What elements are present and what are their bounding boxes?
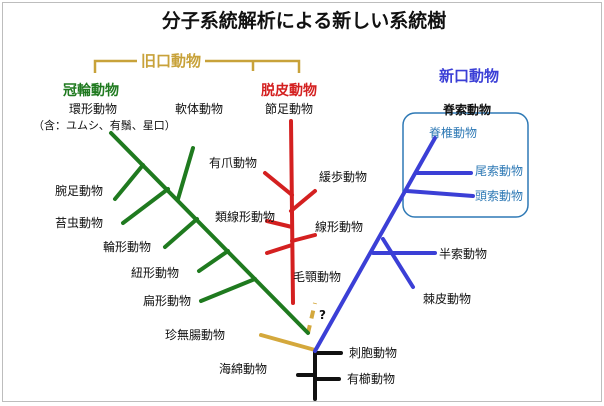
taxon-annelida: 環形動物 xyxy=(69,102,117,116)
taxon-acoelomorpha: 珍無腸動物 xyxy=(165,327,225,342)
phylogenetic-tree: 分子系統解析による新しい系統樹 旧口動物 冠輪動物 脱皮動物 新口動物 脊索動物 xyxy=(33,9,529,401)
taxon-porifera: 海綿動物 xyxy=(219,361,267,376)
taxon-tardigrada: 緩歩動物 xyxy=(319,169,367,184)
taxon-onychophora: 有爪動物 xyxy=(209,156,257,170)
taxon-annelida-note: （含：ユムシ、有鬚、星口） xyxy=(33,118,176,132)
group-lophotrochozoa: 冠輪動物 xyxy=(63,82,119,99)
taxon-brachiopoda: 腕足動物 xyxy=(55,183,103,198)
uncertain-mark: ? xyxy=(319,308,326,322)
ecdysozoa-branches xyxy=(263,119,317,305)
chaetognatha-branch xyxy=(306,302,317,334)
acoelomorpha-branch xyxy=(259,333,317,352)
taxon-platyhelminthes: 扁形動物 xyxy=(143,294,191,308)
group-ecdysozoa: 脱皮動物 xyxy=(261,82,317,99)
taxon-echinodermata: 棘皮動物 xyxy=(423,292,471,306)
taxon-bryozoa: 苔虫動物 xyxy=(55,216,103,230)
taxon-vertebrata: 脊椎動物 xyxy=(429,125,477,140)
lophotrochozoa-branches xyxy=(109,131,310,335)
taxon-nematomorpha: 類線形動物 xyxy=(215,209,275,224)
deuterostomia-branches xyxy=(313,136,475,353)
taxon-mollusca: 軟体動物 xyxy=(175,101,223,116)
group-chordata: 脊索動物 xyxy=(442,102,491,117)
group-deuterostomia: 新口動物 xyxy=(439,67,499,85)
taxon-urochordata: 尾索動物 xyxy=(475,164,523,178)
taxon-cephalochordata: 頭索動物 xyxy=(475,189,523,203)
taxon-hemichordata: 半索動物 xyxy=(439,247,487,261)
taxon-nematoda: 線形動物 xyxy=(315,219,363,234)
protostomia-bracket xyxy=(93,59,301,73)
taxon-nemertea: 紐形動物 xyxy=(131,266,179,280)
taxon-chaetognatha: 毛顎動物 xyxy=(293,270,341,284)
root-branches xyxy=(296,348,343,401)
taxon-rotifera: 輪形動物 xyxy=(103,239,151,254)
taxon-cnidaria: 刺胞動物 xyxy=(349,346,397,360)
chordata-box xyxy=(402,112,529,218)
group-protostomia: 旧口動物 xyxy=(141,52,201,70)
diagram-frame: 分子系統解析による新しい系統樹 旧口動物 冠輪動物 脱皮動物 新口動物 脊索動物 xyxy=(2,2,602,402)
diagram-title: 分子系統解析による新しい系統樹 xyxy=(162,9,446,32)
taxon-arthropoda: 節足動物 xyxy=(265,101,313,116)
taxon-ctenophora: 有櫛動物 xyxy=(347,372,395,386)
